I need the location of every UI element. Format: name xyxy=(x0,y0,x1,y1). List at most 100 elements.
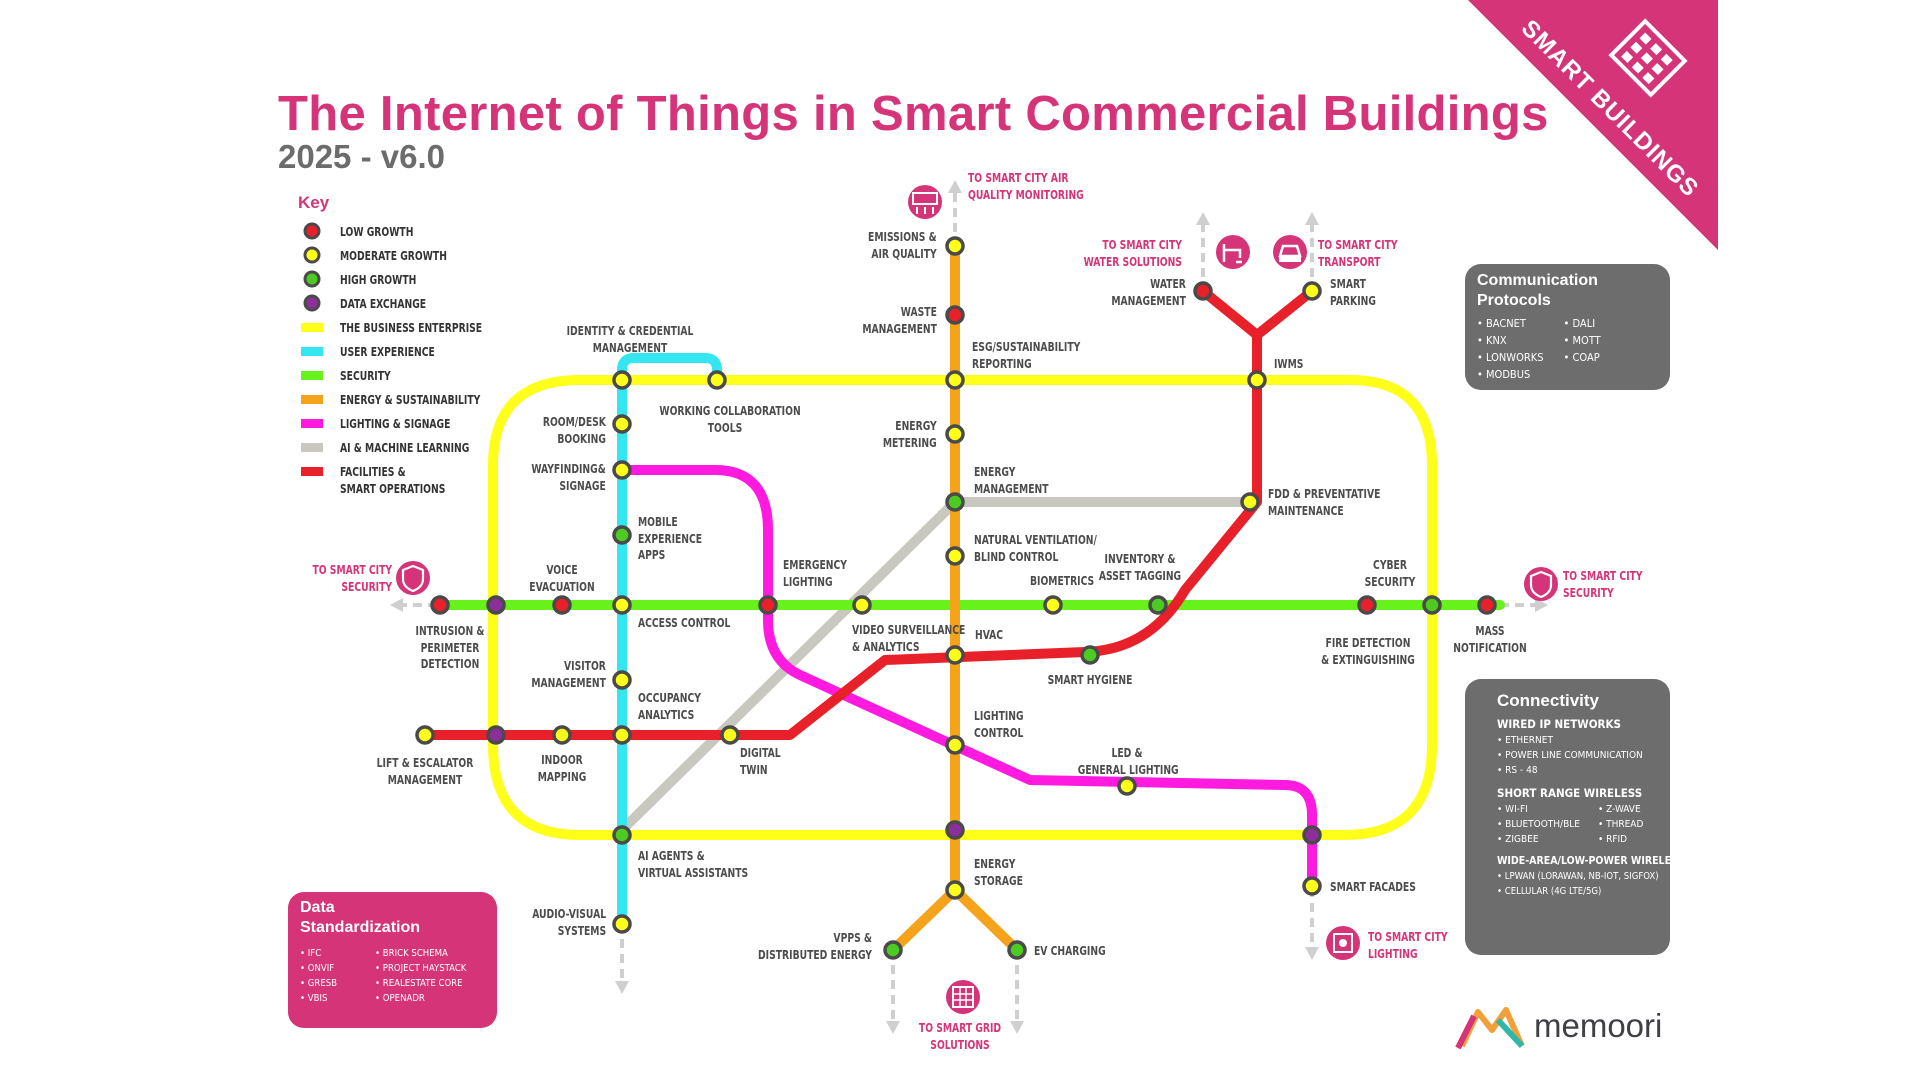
short-item: • WI-FI xyxy=(1497,804,1528,815)
label-fdd: FDD & PREVENTATIVE MAINTENANCE xyxy=(1268,486,1381,518)
station-ev xyxy=(1007,940,1027,960)
station-occupancy xyxy=(612,725,632,745)
ext-lighting: TO SMART CITY LIGHTING xyxy=(1368,929,1448,961)
station-emergency xyxy=(758,595,778,615)
label-water: WATER MANAGEMENT xyxy=(1111,276,1186,308)
station-emissions xyxy=(945,236,965,256)
station-mobile xyxy=(612,525,632,545)
short-item: • ZIGBEE xyxy=(1497,834,1539,845)
memoori-logo-text: memoori xyxy=(1534,1007,1663,1044)
key-ai: AI & MACHINE LEARNING xyxy=(340,440,470,455)
label-vpps: VPPS & DISTRIBUTED ENERGY xyxy=(758,930,872,962)
label-esg: ESG/SUSTAINABILITY REPORTING xyxy=(972,339,1081,371)
label-voice: VOICE EVACUATION xyxy=(529,562,595,594)
label-cyber: CYBER SECURITY xyxy=(1364,557,1416,589)
station-hvac xyxy=(945,645,965,665)
page-subtitle: 2025 - v6.0 xyxy=(278,138,445,175)
station-fire xyxy=(1422,595,1442,615)
label-mass: MASS NOTIFICATION xyxy=(1453,623,1527,655)
line-lighting-signage xyxy=(617,465,1317,891)
ext-water: TO SMART CITY WATER SOLUTIONS xyxy=(1083,237,1182,269)
key-facilities: FACILITIES & SMART OPERATIONS xyxy=(340,464,446,496)
station-intrusion xyxy=(430,595,450,615)
station-room xyxy=(612,414,632,434)
label-audio: AUDIO-VISUAL SYSTEMS xyxy=(532,906,606,938)
label-energy-mgmt: ENERGY MANAGEMENT xyxy=(974,464,1049,496)
station-water xyxy=(1193,281,1213,301)
data-std-content: Data Standardization • IFC • ONVIF • GRE… xyxy=(300,898,490,1006)
protocols-title: Communication Protocols xyxy=(1477,272,1598,309)
label-ai-agents: AI AGENTS & VIRTUAL ASSISTANTS xyxy=(638,848,749,880)
label-identity: IDENTITY & CREDENTIAL MANAGEMENT xyxy=(566,323,694,355)
station-voice xyxy=(552,595,572,615)
key-lighting: LIGHTING & SIGNAGE xyxy=(340,416,451,431)
station-inventory xyxy=(1148,595,1168,615)
building-icon xyxy=(1608,18,1688,98)
wide-item: • CELLULAR (4G LTE/5G) xyxy=(1497,886,1602,897)
station-energy-storage xyxy=(945,880,965,900)
station-video xyxy=(852,595,872,615)
smart-buildings-banner xyxy=(1468,0,1718,250)
label-inventory: INVENTORY & ASSET TAGGING xyxy=(1098,551,1182,583)
connectivity-panel xyxy=(1465,679,1670,955)
station-energy-mgmt xyxy=(945,492,965,512)
protocol-item: • LONWORKS xyxy=(1477,351,1544,364)
protocols-content: Communication Protocols • BACNET • KNX •… xyxy=(1477,271,1662,383)
label-ventilation: NATURAL VENTILATION/ BLIND CONTROL xyxy=(974,532,1097,564)
short-title: SHORT RANGE WIRELESS xyxy=(1497,786,1643,800)
shield-icon xyxy=(396,561,430,595)
wired-title: WIRED IP NETWORKS xyxy=(1497,717,1621,731)
station-cyber xyxy=(1357,595,1377,615)
label-energy-metering: ENERGY METERING xyxy=(883,418,937,450)
protocol-item: • COAP xyxy=(1563,351,1600,364)
ext-security-right: TO SMART CITY SECURITY xyxy=(1563,568,1643,600)
short-item: • Z-WAVE xyxy=(1597,804,1641,815)
label-waste: WASTE MANAGEMENT xyxy=(862,304,937,336)
station-ventilation xyxy=(945,546,965,566)
label-digital-twin: DIGITAL TWIN xyxy=(740,745,781,777)
station-lighting-control xyxy=(945,735,965,755)
label-biometrics: BIOMETRICS xyxy=(1030,573,1095,588)
wired-item: • POWER LINE COMMUNICATION xyxy=(1497,750,1643,761)
protocol-item: • KNX xyxy=(1477,334,1507,347)
label-hvac: HVAC xyxy=(975,627,1004,642)
label-room: ROOM/DESK BOOKING xyxy=(542,414,606,446)
station-exchange-energy xyxy=(945,820,965,840)
ext-security-left: TO SMART CITY SECURITY xyxy=(312,562,392,594)
station-access xyxy=(612,595,632,615)
station-mass xyxy=(1477,595,1497,615)
station-waste xyxy=(945,305,965,325)
station-energy-metering xyxy=(945,424,965,444)
key-low-growth: LOW GROWTH xyxy=(340,224,414,239)
station-smart-facades xyxy=(1302,876,1322,896)
label-emergency: EMERGENCY LIGHTING xyxy=(783,557,847,589)
station-indoor xyxy=(552,725,572,745)
data-std-title: Data Standardization xyxy=(300,899,421,936)
label-led: LED & GENERAL LIGHTING xyxy=(1077,745,1179,777)
station-iwms xyxy=(1247,370,1267,390)
data-std-item: • VBIS xyxy=(300,993,328,1004)
label-lighting-control: LIGHTING CONTROL xyxy=(974,708,1024,740)
short-item: • THREAD xyxy=(1597,819,1644,830)
station-biometrics xyxy=(1043,595,1063,615)
label-energy-storage: ENERGY STORAGE xyxy=(974,856,1023,888)
data-std-item: • OPENADR xyxy=(375,993,425,1004)
label-access: ACCESS CONTROL xyxy=(638,615,731,630)
page-title: The Internet of Things in Smart Commerci… xyxy=(278,87,1549,141)
station-exchange-lift xyxy=(486,725,506,745)
label-wayfinding: WAYFINDING& SIGNAGE xyxy=(531,461,606,493)
label-smart-hygiene: SMART HYGIENE xyxy=(1047,672,1133,687)
key-user-experience: USER EXPERIENCE xyxy=(340,344,435,359)
label-mobile: MOBILE EXPERIENCE APPS xyxy=(638,514,703,562)
wide-item: • LPWAN (LORAWAN, NB-IOT, SIGFOX) xyxy=(1497,871,1659,882)
label-smart-facades: SMART FACADES xyxy=(1330,879,1416,894)
station-vpps xyxy=(883,940,903,960)
station-led xyxy=(1117,776,1137,796)
label-collab: WORKING COLLABORATION TOOLS xyxy=(659,403,801,435)
station-audio xyxy=(612,914,632,934)
short-item: • BLUETOOTH/BLE xyxy=(1497,819,1580,830)
label-ev: EV CHARGING xyxy=(1034,943,1106,958)
label-lift: LIFT & ESCALATOR MANAGEMENT xyxy=(376,755,474,787)
station-collab xyxy=(707,370,727,390)
